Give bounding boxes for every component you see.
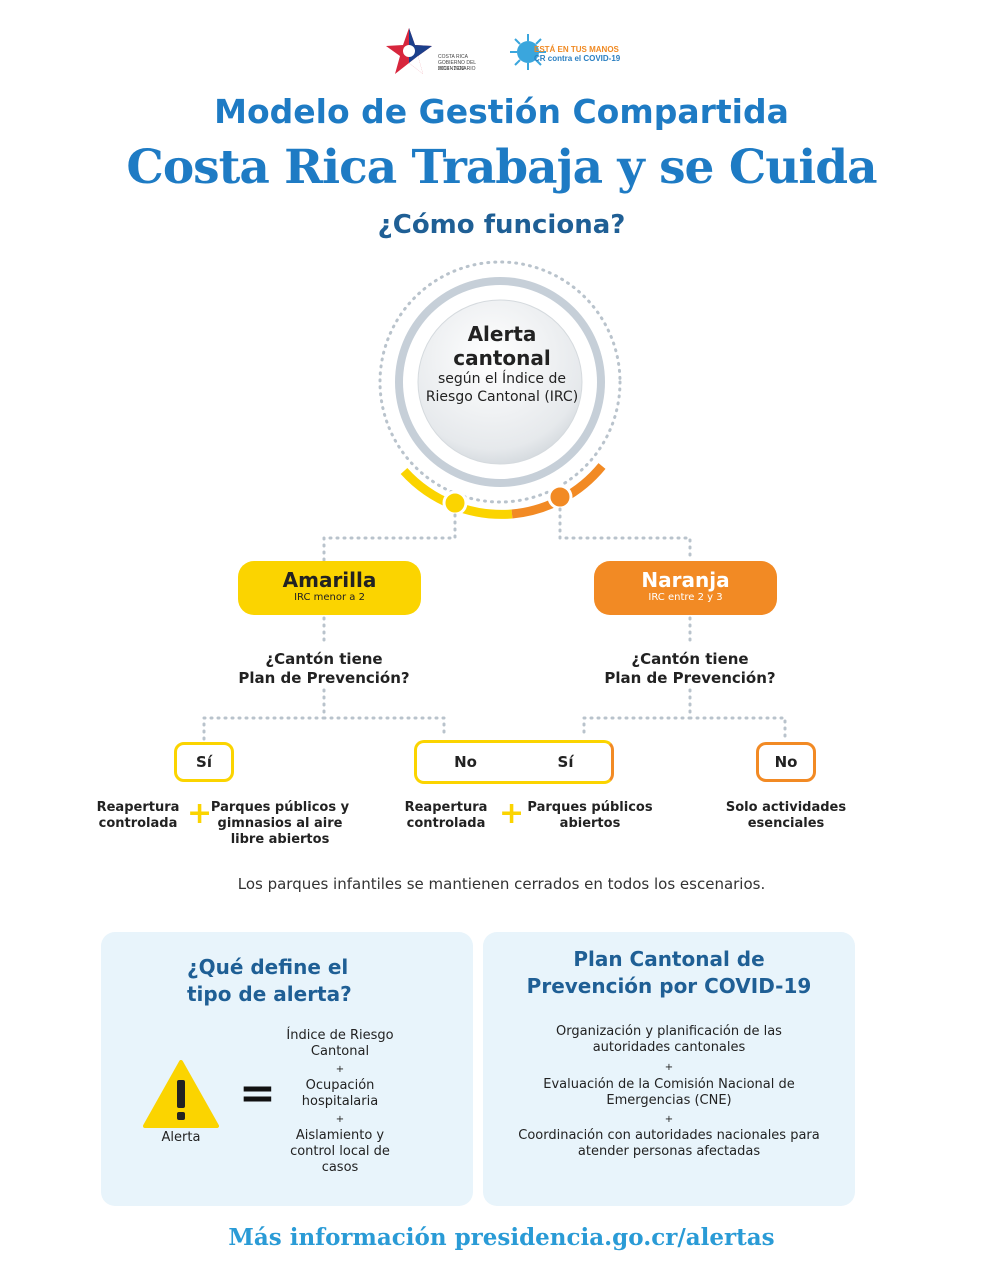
plan-plus-1: +: [664, 1062, 674, 1073]
shared-result-2: Parques públicos abiertos: [527, 800, 653, 831]
yellow-question-l1: ¿Cantón tiene: [265, 650, 383, 668]
orange-sub: IRC entre 2 y 3: [648, 592, 723, 603]
plus-icon-2: +: [499, 796, 525, 831]
center-title: Alerta cantonal: [453, 322, 551, 370]
yellow-yes-result-2: Parques públicos y gimnasios al aire lib…: [210, 800, 350, 847]
center-circle-text: Alerta cantonal según el Índice de Riesg…: [420, 322, 584, 406]
plus-icon: +: [187, 796, 213, 831]
logo-left-line3: 2018 - 2022: [438, 66, 465, 72]
plan-panel-title-l2: Prevención por COVID-19: [526, 974, 812, 998]
alert-definition-panel: ¿Qué define el tipo de alerta? Alerta = …: [101, 932, 473, 1206]
outer-dotted-ring: [378, 260, 622, 504]
warning-icon: [143, 1060, 219, 1128]
logo-right-line2: CR contra el COVID-19: [534, 54, 621, 63]
alert-plus-1: +: [335, 1064, 345, 1075]
alert-factor-3: Aislamiento y control local de casos: [290, 1128, 390, 1175]
logo-left-line2: GOBIERNO DEL BICENTENARIO: [438, 60, 476, 72]
yellow-node: [442, 490, 468, 516]
logo-right-line1: ESTÁ EN TUS MANOS: [534, 45, 619, 54]
plan-item-1: Organización y planificación de las auto…: [556, 1024, 782, 1055]
page-question: ¿Cómo funciona?: [377, 210, 626, 240]
yellow-question: ¿Cantón tiene Plan de Prevención?: [224, 650, 424, 688]
yellow-sub: IRC menor a 2: [294, 592, 365, 603]
alert-panel-title-l1: ¿Qué define el: [187, 955, 349, 979]
alert-factor-2: Ocupación hospitalaria: [301, 1078, 379, 1109]
yellow-yes-box: Sí: [174, 742, 234, 782]
yellow-yes-result-1: Reapertura controlada: [96, 800, 180, 831]
yellow-label: Amarilla: [282, 568, 377, 592]
shared-result-1: Reapertura controlada: [404, 800, 488, 831]
equals-sign: =: [239, 1068, 276, 1119]
page-subtitle: Modelo de Gestión Compartida: [214, 92, 789, 131]
yellow-question-l2: Plan de Prevención?: [238, 669, 410, 687]
campaign-logo: ESTÁ EN TUS MANOS CR contra el COVID-19: [508, 32, 621, 76]
yellow-no-label: No: [454, 753, 477, 771]
plan-panel-title-l1: Plan Cantonal de: [573, 947, 765, 971]
shared-no-yes-box: No Sí: [414, 740, 614, 784]
orange-alert-pill: Naranja IRC entre 2 y 3: [594, 561, 777, 615]
orange-question-l2: Plan de Prevención?: [604, 669, 776, 687]
logo-left-line1: COSTA RICA: [438, 54, 468, 60]
plan-item-2: Evaluación de la Comisión Nacional de Em…: [543, 1077, 795, 1108]
star-logo-icon: [386, 28, 432, 74]
orange-node: [547, 484, 573, 510]
more-info-footer: Más información presidencia.go.cr/alerta…: [228, 1224, 775, 1251]
alert-panel-title-l2: tipo de alerta?: [187, 982, 352, 1006]
alert-factor-1: Índice de Riesgo Cantonal: [286, 1028, 394, 1059]
orange-question-l1: ¿Cantón tiene: [631, 650, 749, 668]
orange-label: Naranja: [641, 568, 730, 592]
alert-panel-title: ¿Qué define el tipo de alerta?: [187, 954, 427, 1008]
prevention-plan-panel: Plan Cantonal de Prevención por COVID-19…: [483, 932, 855, 1206]
plan-panel-title: Plan Cantonal de Prevención por COVID-19: [483, 946, 855, 1000]
inner-circle: [417, 299, 583, 465]
orange-no-result: Solo actividades esenciales: [725, 800, 847, 831]
virus-icon: [510, 34, 546, 70]
plan-plus-2: +: [664, 1114, 674, 1125]
plan-item-3: Coordinación con autoridades nacionales …: [518, 1128, 820, 1159]
orange-no-box: No: [756, 742, 816, 782]
yellow-alert-pill: Amarilla IRC menor a 2: [238, 561, 421, 615]
alert-plus-2: +: [335, 1114, 345, 1125]
page-title: Costa Rica Trabaja y se Cuida: [126, 140, 877, 195]
orange-yes-label: Sí: [557, 753, 574, 771]
alert-label: Alerta: [161, 1130, 201, 1145]
playgrounds-note: Los parques infantiles se mantienen cerr…: [237, 875, 766, 893]
center-desc: según el Índice de Riesgo Cantonal (IRC): [425, 371, 579, 405]
government-logo: COSTA RICA GOBIERNO DEL BICENTENARIO 201…: [384, 26, 494, 78]
orange-question: ¿Cantón tiene Plan de Prevención?: [590, 650, 790, 688]
